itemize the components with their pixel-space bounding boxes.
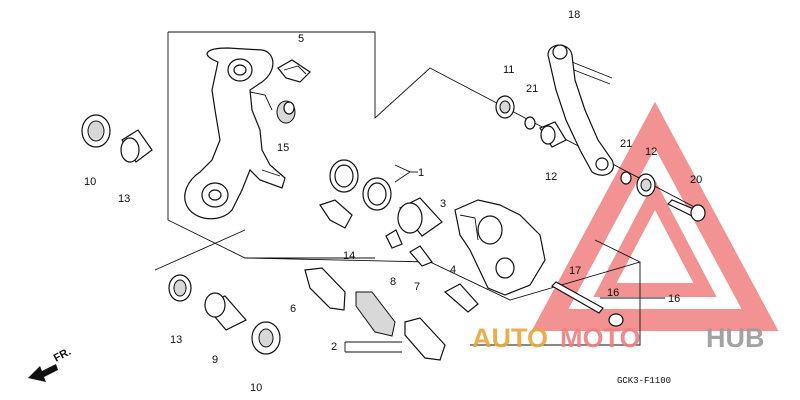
pad-spring [277, 59, 311, 83]
callout-10-lower: 10 [250, 382, 262, 394]
callout-15: 15 [277, 142, 289, 154]
callout-8: 8 [390, 276, 396, 288]
watermark-text-moto: MOTO [560, 323, 641, 353]
piston-seals [329, 159, 392, 211]
callout-13-upper: 13 [118, 193, 130, 205]
callout-17: 16 [607, 287, 619, 299]
watermark-logo [531, 101, 779, 331]
callout-19: 18 [568, 9, 580, 21]
callout-1: 1 [418, 167, 424, 179]
upper-seal-set [81, 114, 153, 163]
caliper-bracket [184, 47, 286, 220]
callout-20: 20 [690, 174, 702, 186]
torque-link [547, 44, 614, 176]
callout-18: 17 [569, 265, 581, 277]
leader-lines [154, 31, 701, 353]
caliper-pin [551, 281, 624, 327]
pad-shim [443, 283, 479, 313]
callout-7: 7 [414, 281, 420, 293]
diagram-code: GCK3-F1100 [617, 376, 671, 386]
lower-seal-set [168, 274, 281, 355]
callout-9: 9 [212, 354, 218, 366]
piston [397, 197, 443, 237]
callout-4: 4 [450, 264, 456, 276]
callout-12-upper: 11 [503, 64, 514, 76]
upper-bushings [495, 95, 567, 148]
callout-21-lower: 21 [620, 138, 632, 150]
watermark-text: AUTO MOTO HUB [472, 323, 765, 353]
callout-6: 6 [290, 303, 296, 315]
brake-pads [304, 267, 446, 361]
pin-boot [276, 100, 296, 124]
callout-numbers: 5 18 11 21 15 10 13 1 3 12 21 12 20 14 8… [84, 9, 702, 394]
callout-3: 3 [440, 198, 446, 210]
callout-5: 5 [298, 33, 304, 45]
callout-13-lower: 13 [170, 334, 182, 346]
callout-10-upper: 10 [84, 176, 96, 188]
callout-14: 14 [343, 250, 355, 262]
callout-11: 12 [545, 171, 557, 183]
callout-21-upper: 21 [526, 83, 538, 95]
bleeder-assembly [319, 199, 433, 267]
caliper-body [454, 199, 546, 296]
callout-12-lower: 12 [645, 146, 657, 158]
watermark-text-hub: HUB [706, 323, 765, 353]
link-hardware [620, 171, 706, 222]
direction-label: FR. [52, 346, 73, 365]
callout-2: 2 [331, 341, 337, 353]
front-direction-arrow: FR. [28, 346, 73, 382]
watermark-text-auto: AUTO [472, 323, 548, 353]
callout-16: 16 [668, 293, 680, 305]
